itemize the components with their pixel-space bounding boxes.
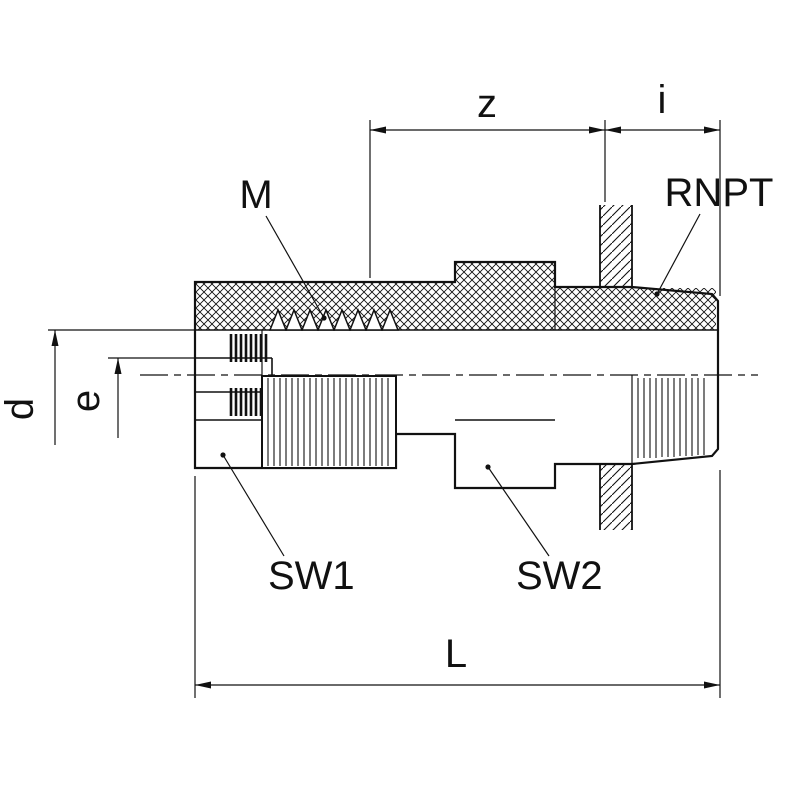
dimension-d: d <box>0 329 195 445</box>
knurled-sleeve <box>261 375 397 469</box>
dim-label-i: i <box>658 78 667 122</box>
thread-label-rnpt: RNPT <box>665 171 774 215</box>
dim-label-e: e <box>64 390 108 412</box>
callout-sw2: SW2 <box>485 464 603 598</box>
callout-rnpt: RNPT <box>654 171 773 297</box>
m-leader-dot <box>321 315 327 321</box>
sw2-leader-line <box>487 466 550 557</box>
rnpt-leader-line <box>656 213 701 295</box>
wall-hatch-bottom <box>600 463 632 530</box>
dim-label-z: z <box>477 82 497 126</box>
male-end-section-hatch <box>555 288 716 330</box>
rnpt-leader-dot <box>654 291 660 297</box>
bulkhead-wall <box>599 205 633 530</box>
knurl-lines <box>267 378 389 466</box>
wall-hatch-top <box>600 205 632 287</box>
dim-label-l: L <box>445 632 467 676</box>
wrench-label-sw1: SW1 <box>268 554 355 598</box>
dimension-e: e <box>64 357 195 438</box>
callout-sw1: SW1 <box>220 452 355 598</box>
m-leader-line <box>265 215 325 319</box>
dimension-z: z <box>369 82 606 278</box>
thread-label-m: M <box>239 173 272 217</box>
dimension-l: L <box>194 470 721 698</box>
callout-m: M <box>239 173 327 321</box>
grip-ring-serrations <box>229 334 268 416</box>
wrench-label-sw2: SW2 <box>516 554 603 598</box>
dimension-i: i <box>605 78 721 296</box>
dim-label-d: d <box>0 398 42 420</box>
hex-section-hatch <box>455 262 555 330</box>
npt-thread-lines <box>631 375 705 464</box>
union-thread-profile <box>268 307 400 331</box>
sw1-leader-line <box>222 454 285 557</box>
